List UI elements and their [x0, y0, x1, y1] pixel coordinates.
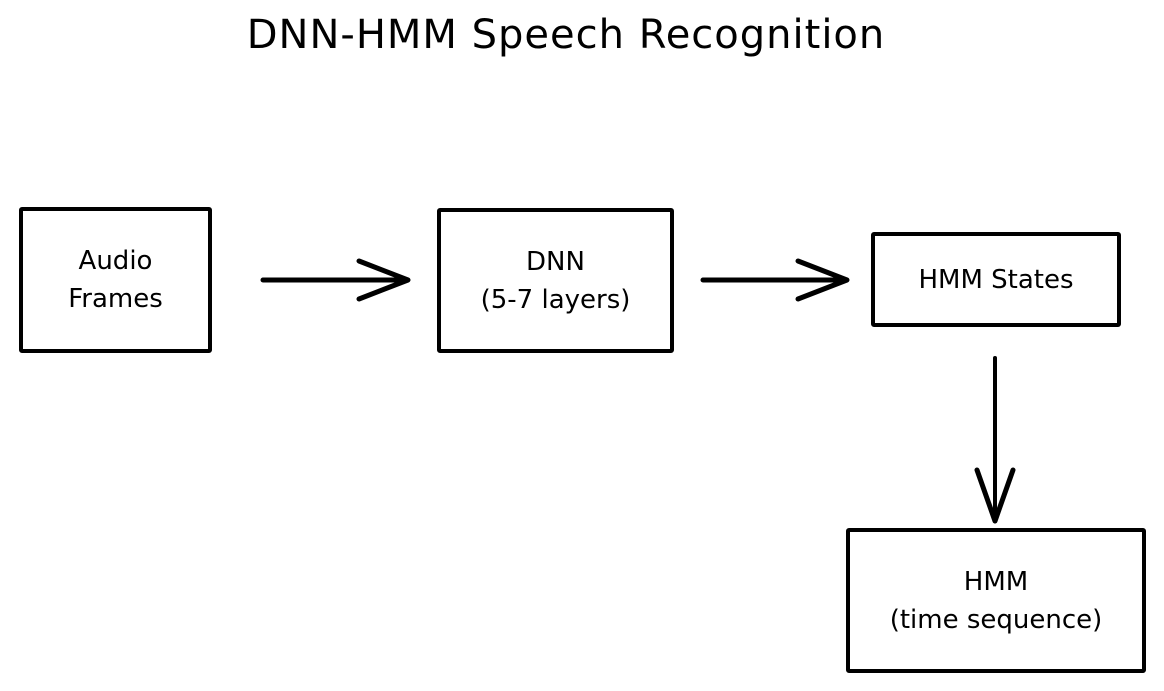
node-label-line: Audio [78, 246, 153, 276]
node-hmm-states: HMM States [871, 232, 1121, 327]
node-audio-frames: Audio Frames [19, 207, 212, 353]
node-label-line: (5-7 layers) [480, 284, 631, 315]
arrow-dnn-to-hmm-states [700, 258, 850, 302]
node-label-line: DNN [526, 246, 585, 277]
diagram-title: DNN-HMM Speech Recognition [246, 12, 886, 58]
node-label-line: HMM [963, 566, 1029, 597]
arrow-hmm-states-to-hmm-time-sequence [974, 356, 1016, 524]
arrow-audio-frames-to-dnn [260, 258, 411, 302]
node-label-line: HMM States [918, 264, 1074, 295]
node-label-line: (time sequence) [889, 604, 1103, 635]
node-hmm-time-sequence: HMM (time sequence) [846, 528, 1146, 673]
node-label-line: Frames [68, 284, 163, 314]
node-dnn: DNN (5-7 layers) [437, 208, 674, 353]
